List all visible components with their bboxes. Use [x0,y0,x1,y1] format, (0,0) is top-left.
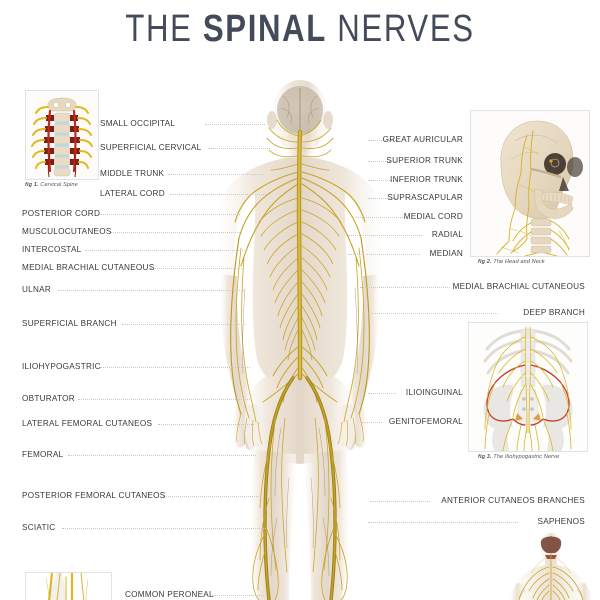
nerve-label-superficial-cervical: SUPERFICIAL CERVICAL [100,143,202,152]
leader-line-posterior-cord [100,214,240,215]
figure-3-caption: fig 3. The Iliohypogastric Nerve [478,454,559,460]
figure-1-cervical-spine [25,90,99,180]
leader-line-inferior-trunk [368,180,400,181]
nerve-label-medial-cord: MEDIAL CORD [403,212,463,221]
nerve-label-sciatic: SCIATIC [22,523,56,532]
nerve-label-obturator: OBTURATOR [22,394,75,403]
nerve-label-superficial-branch: SUPERFICIAL BRANCH [22,319,117,328]
leader-line-lateral-femoral-cutaneos [158,424,254,425]
nerve-label-ilioinguinal: ILIOINGUINAL [405,388,463,397]
title-part-the: THE [125,8,203,50]
leader-line-femoral [68,455,256,456]
nerve-label-ulnar: ULNAR [22,285,52,294]
brain [277,86,323,134]
leader-line-common-peroneal [212,595,264,596]
figure-3-iliohypogastric-nerve [468,322,588,452]
figure-3-number: fig 3. [478,454,492,460]
leader-line-median [348,254,420,255]
nerve-label-posterior-cord: POSTERIOR CORD [22,209,101,218]
figure-2-title: The Head and Neck [491,259,545,265]
nerve-label-great-auricular: GREAT AURICULAR [382,135,463,144]
nerve-label-lateral-femoral-cutaneos: LATERAL FEMORAL CUTANEOS [22,419,153,428]
nerve-label-deep-branch: DEEP BRANCH [523,308,585,317]
nervous-system [230,119,370,600]
nerve-label-genitofemoral: GENITOFEMORAL [388,417,463,426]
leader-line-genitofemoral [362,422,382,423]
leader-line-obturator [78,399,252,400]
leader-line-great-auricular [368,140,398,141]
leader-line-radial [348,235,422,236]
nerve-label-superior-trunk: SUPERIOR TRUNK [386,156,463,165]
bottom-right-body-figure [505,533,597,600]
nerve-label-anterior-cutaneos-branches: ANTERIOR CUTANEOS BRANCHES [441,496,585,505]
figure-2-head-and-neck [470,110,590,257]
nerve-label-suprascapular: SUPRASCAPULAR [387,193,463,202]
central-body-figure [185,78,415,600]
leader-line-small-occipital [205,124,265,125]
page-title: THE SPINAL NERVES [54,8,546,51]
leader-line-ulnar [58,290,244,291]
nerve-label-lateral-cord: LATERAL CORD [100,189,165,198]
leader-line-saphenos [368,522,518,523]
nerve-label-medial-brachial-cutaneous: MEDIAL BRACHIAL CUTANEOUS [452,282,585,291]
leader-line-superior-trunk [368,161,398,162]
nerve-label-iliohypogastric: ILIOHYPOGASTRIC [22,362,101,371]
title-part-spinal: SPINAL [202,8,327,50]
figure-1-title: Cervical Spine [38,182,78,188]
nerve-label-medial-brachial-cutaneous: MEDIAL BRACHIAL CUTANEOUS [22,263,155,272]
figure-4-nerve-detail [25,572,112,600]
nerve-label-middle-trunk: MIDDLE TRUNK [100,169,165,178]
nerve-label-inferior-trunk: INFERIOR TRUNK [390,175,463,184]
leader-line-superficial-cervical [208,148,270,149]
leader-line-deep-branch [368,313,498,314]
nerve-label-saphenos: SAPHENOS [537,517,585,526]
leader-line-anterior-cutaneos-branches [370,501,430,502]
leader-line-intercostal [85,250,243,251]
nerve-label-femoral: FEMORAL [22,450,64,459]
leader-line-medial-brachial-cutaneous [150,268,244,269]
leader-line-iliohypogastric [100,367,250,368]
figure-3-title: The Iliohypogastric Nerve [491,454,560,460]
figure-2-number: fig 2. [478,259,492,265]
leader-line-posterior-femoral-cutaneos [163,496,261,497]
nerve-label-musculocutaneos: MUSCULOCUTANEOS [22,227,112,236]
leader-line-musculocutaneos [110,232,242,233]
leader-line-superficial-branch [122,324,246,325]
leader-line-middle-trunk [168,174,264,175]
leader-line-medial-brachial-cutaneous [360,287,450,288]
leader-line-medial-cord [355,217,405,218]
nerve-label-common-peroneal: COMMON PERONEAL [125,590,214,599]
leader-line-ilioinguinal [368,393,396,394]
nerve-label-radial: RADIAL [431,230,463,239]
figure-1-caption: fig 1. Cervical Spine [25,182,78,188]
figure-2-caption: fig 2. The Head and Neck [478,259,545,265]
leader-line-sciatic [62,528,266,529]
nerve-label-small-occipital: SMALL OCCIPITAL [100,119,176,128]
title-part-nerves: NERVES [326,8,475,50]
figure-1-number: fig 1. [25,182,39,188]
leader-line-suprascapular [368,198,398,199]
leader-line-lateral-cord [170,194,266,195]
nerve-label-intercostal: INTERCOSTAL [22,245,82,254]
nerve-label-posterior-femoral-cutaneos: POSTERIOR FEMORAL CUTANEOS [22,491,166,500]
nerve-label-median: MEDIAN [429,249,463,258]
